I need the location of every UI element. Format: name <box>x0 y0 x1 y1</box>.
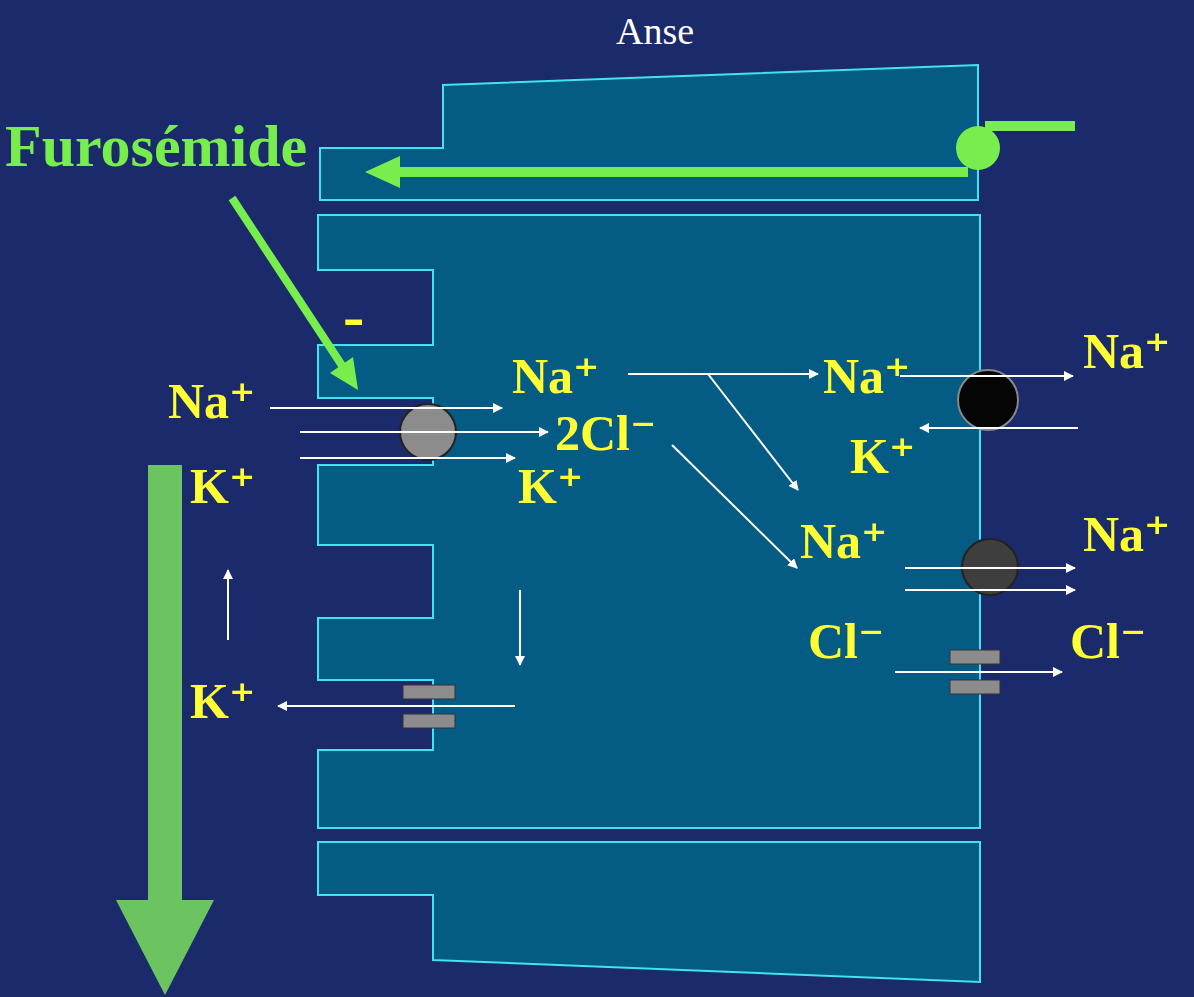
ion-label: Na⁺ <box>512 351 600 401</box>
pump <box>958 370 1018 430</box>
drug-pointer <box>232 198 343 367</box>
ion-label: Na⁺ <box>800 516 888 566</box>
ion-label: Cl⁻ <box>808 616 884 666</box>
ion-label: K⁺ <box>190 461 255 511</box>
ion-label: Na⁺ <box>168 376 256 426</box>
ion-label: K⁺ <box>518 461 583 511</box>
middle-cell <box>318 215 980 828</box>
charge-sign: - <box>343 284 364 348</box>
drug-arrow <box>395 167 968 177</box>
arrow-head <box>330 357 358 390</box>
ion-label: K⁺ <box>190 676 255 726</box>
channel <box>403 685 455 699</box>
drug-tail <box>985 121 1075 131</box>
drug-carrier <box>956 126 1000 170</box>
ion-label: Na⁺ <box>823 351 911 401</box>
bottom-cell <box>318 842 980 982</box>
channel <box>950 650 1000 664</box>
flow-arrow <box>148 465 182 905</box>
arrow-head <box>365 156 400 188</box>
arrow-head <box>116 900 214 995</box>
drug-name: Furosémide <box>5 116 307 176</box>
ion-label: 2Cl⁻ <box>555 408 656 458</box>
channel <box>950 680 1000 694</box>
diagram-title: Anse <box>616 12 694 50</box>
ion-label: Na⁺ <box>1083 509 1171 559</box>
ion-label: K⁺ <box>850 431 915 481</box>
ion-label: Na⁺ <box>1083 326 1171 376</box>
channel <box>403 714 455 728</box>
ion-label: Cl⁻ <box>1070 616 1146 666</box>
top-cell <box>320 65 978 200</box>
ion-arrows <box>228 374 1078 706</box>
